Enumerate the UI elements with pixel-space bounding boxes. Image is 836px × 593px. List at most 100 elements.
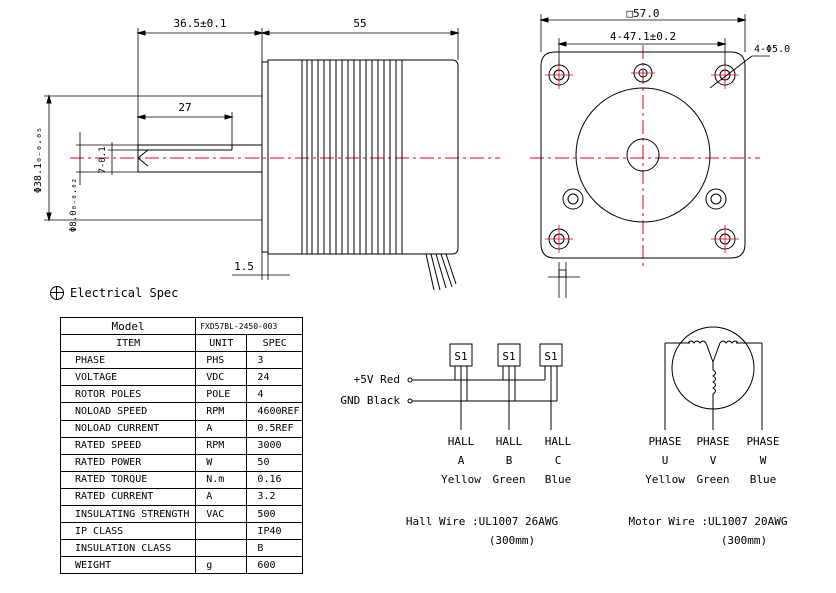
- model-value: FXD57BL-2450-003: [195, 316, 303, 336]
- row-spec: 4600REF: [246, 402, 303, 421]
- row-unit: VDC: [195, 368, 248, 387]
- row-unit: A: [195, 419, 248, 438]
- header-unit: UNIT: [195, 334, 248, 353]
- hall-b-color: Green: [492, 473, 525, 486]
- dim-shaft-length: 36.5±0.1: [174, 17, 227, 30]
- row-item: RATED SPEED: [59, 436, 197, 455]
- row-spec: 3.2: [246, 487, 303, 507]
- row-unit: N.m: [195, 470, 248, 489]
- hall-a-color: Yellow: [441, 473, 481, 486]
- dim-pilot-dia: Φ38.1₀₋₀.₀₅: [33, 127, 44, 193]
- gnd-label: GND Black: [340, 394, 400, 407]
- hall-schematic: [407, 343, 563, 430]
- model-row: Model FXD57BL-2450-003: [59, 316, 303, 336]
- hall-b-letter: B: [506, 454, 513, 467]
- hall-c-letter: C: [555, 454, 562, 467]
- phase-u-name: PHASE: [648, 435, 681, 448]
- row-item: INSULATING STRENGTH: [59, 505, 197, 524]
- sensor-label-b: S1: [502, 350, 515, 363]
- pilot-circle: [575, 87, 711, 223]
- sensor-label-c: S1: [544, 350, 557, 363]
- row-item: NOLOAD SPEED: [59, 402, 197, 421]
- row-item: RATED POWER: [59, 453, 197, 472]
- vcc-label: +5V Red: [354, 373, 400, 386]
- row-item: NOLOAD CURRENT: [59, 419, 197, 438]
- row-unit: g: [195, 556, 248, 575]
- hall-c-color: Blue: [545, 473, 572, 486]
- coil-u: [687, 340, 714, 363]
- row-spec: B: [246, 539, 303, 558]
- row-item: RATED CURRENT: [59, 487, 197, 507]
- row-spec: 500: [246, 505, 303, 524]
- phase-v-name: PHASE: [696, 435, 729, 448]
- motor-winding-schematic: [664, 326, 763, 430]
- motor-body: [267, 59, 459, 255]
- row-spec: IP40: [246, 522, 303, 541]
- row-spec: 24: [246, 368, 303, 387]
- hall-c-name: HALL: [545, 435, 572, 448]
- dim-hole-dia: 4-Φ5.0: [754, 44, 790, 55]
- hall-wire-spec: Hall Wire :UL1007 26AWG: [406, 515, 558, 528]
- table-row: INSULATION CLASS B: [59, 539, 303, 558]
- model-label: Model: [59, 316, 197, 336]
- row-item: WEIGHT: [59, 556, 197, 575]
- spec-title-text: Electrical Spec: [70, 286, 179, 300]
- coil-w: [712, 340, 739, 363]
- sensor-label-a: S1: [454, 350, 467, 363]
- header-item: ITEM: [59, 334, 197, 353]
- hall-a-name: HALL: [448, 435, 475, 448]
- motor-wire-spec: Motor Wire :UL1007 20AWG: [629, 515, 788, 528]
- phase-u-letter: U: [662, 454, 669, 467]
- row-spec: 3000: [246, 436, 303, 455]
- row-item: RATED TORQUE: [59, 470, 197, 489]
- globe-icon: [50, 286, 64, 300]
- row-spec: 0.16: [246, 470, 303, 489]
- row-unit: [195, 539, 248, 558]
- side-view: [44, 28, 500, 291]
- row-unit: W: [195, 453, 248, 472]
- row-item: PHASE: [59, 351, 197, 370]
- coil-v: [712, 362, 716, 410]
- row-item: ROTOR POLES: [59, 385, 197, 404]
- hall-wire-length: (300mm): [489, 534, 535, 547]
- row-item: INSULATION CLASS: [59, 539, 197, 558]
- phase-w-color: Blue: [750, 473, 777, 486]
- row-unit: PHS: [195, 351, 248, 370]
- dim-flat-depth: 7-0.1: [98, 146, 108, 173]
- row-spec: 4: [246, 385, 303, 404]
- body-fins: [301, 60, 403, 254]
- row-unit: VAC: [195, 505, 248, 524]
- header-row: ITEM UNIT SPEC: [59, 334, 303, 353]
- dim-hole-spacing: 4-47.1±0.2: [610, 30, 676, 43]
- shaft-circle: [626, 138, 660, 172]
- front-view: [530, 14, 770, 298]
- phase-u-color: Yellow: [645, 473, 685, 486]
- dim-shaft-dia: Φ8.0₀₋₀.₀₂: [69, 178, 79, 232]
- phase-v-letter: V: [710, 454, 717, 467]
- row-unit: RPM: [195, 402, 248, 421]
- motor-wire-length: (300mm): [721, 534, 767, 547]
- dim-flange-thickness: 1.5: [234, 260, 254, 273]
- flange-square: [540, 51, 746, 259]
- row-spec: 50: [246, 453, 303, 472]
- row-item: IP CLASS: [59, 522, 197, 541]
- table-row: IP CLASS IP40: [59, 522, 303, 541]
- dim-square: □57.0: [626, 7, 659, 20]
- phase-w-letter: W: [760, 454, 767, 467]
- dim-flat-length: 27: [178, 101, 191, 114]
- row-unit: RPM: [195, 436, 248, 455]
- row-item: VOLTAGE: [59, 368, 197, 387]
- row-unit: POLE: [195, 385, 248, 404]
- hall-b-name: HALL: [496, 435, 523, 448]
- row-unit: A: [195, 487, 248, 507]
